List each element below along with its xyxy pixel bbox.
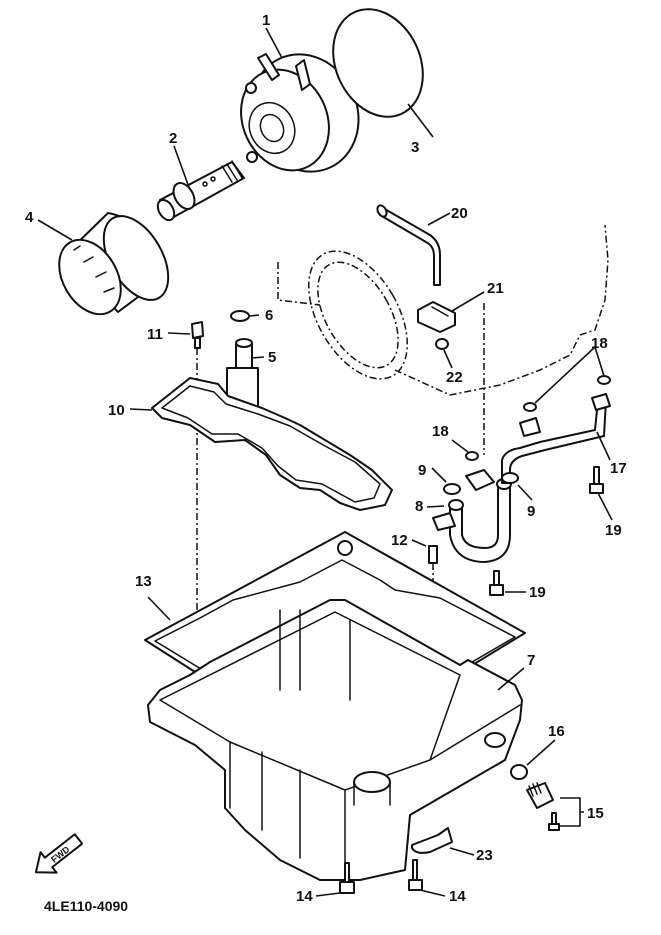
part-hose[interactable] bbox=[376, 204, 441, 286]
callout-18b: 18 bbox=[432, 423, 449, 440]
part-oil-pipe-17[interactable] bbox=[501, 393, 611, 484]
part-dowel-pin[interactable] bbox=[428, 545, 438, 590]
part-o-ring-18a[interactable] bbox=[597, 375, 611, 385]
callout-23: 23 bbox=[476, 847, 493, 864]
part-clip[interactable] bbox=[435, 338, 449, 350]
callout-14a: 14 bbox=[296, 888, 313, 905]
callout-14b: 14 bbox=[449, 888, 466, 905]
part-oil-pan[interactable] bbox=[147, 599, 523, 881]
callout-21: 21 bbox=[487, 280, 504, 297]
part-gasket-16[interactable] bbox=[510, 764, 528, 780]
part-o-ring-6[interactable] bbox=[230, 310, 250, 322]
part-bolt-14b[interactable] bbox=[408, 859, 423, 891]
callout-13: 13 bbox=[135, 573, 152, 590]
fwd-arrow-icon: FWD bbox=[34, 833, 84, 874]
callout-5: 5 bbox=[268, 349, 276, 366]
part-damper[interactable] bbox=[417, 301, 456, 333]
part-o-ring-18c[interactable] bbox=[465, 451, 479, 461]
part-union-bolt[interactable] bbox=[154, 160, 245, 223]
callout-16: 16 bbox=[548, 723, 565, 740]
callout-3: 3 bbox=[411, 139, 419, 156]
callout-19a: 19 bbox=[605, 522, 622, 539]
callout-6: 6 bbox=[265, 307, 273, 324]
part-gasket-10[interactable] bbox=[151, 377, 393, 511]
callout-1: 1 bbox=[262, 12, 270, 29]
part-oil-cooler[interactable] bbox=[225, 37, 378, 190]
callout-11: 11 bbox=[147, 326, 163, 343]
part-drain-bolt[interactable] bbox=[526, 782, 554, 809]
callout-20: 20 bbox=[451, 205, 468, 222]
drawing-code: 4LE110-4090 bbox=[44, 898, 128, 914]
part-oil-pipe-8[interactable] bbox=[432, 469, 512, 563]
part-o-ring-9a[interactable] bbox=[443, 483, 461, 495]
callout-9a: 9 bbox=[418, 462, 426, 479]
callout-12: 12 bbox=[391, 532, 408, 549]
part-o-ring-9b[interactable] bbox=[501, 472, 519, 484]
part-bolt-14a[interactable] bbox=[339, 862, 355, 894]
callout-17: 17 bbox=[610, 460, 627, 477]
callout-18a: 18 bbox=[591, 335, 608, 352]
leader-lines bbox=[37, 27, 613, 897]
callout-9b: 9 bbox=[527, 503, 535, 520]
callout-2: 2 bbox=[169, 130, 177, 147]
callout-22: 22 bbox=[446, 369, 463, 386]
part-bracket[interactable] bbox=[411, 827, 453, 854]
part-o-ring-18b[interactable] bbox=[523, 402, 537, 412]
part-o-ring-large[interactable] bbox=[316, 0, 439, 132]
part-bolt-19a[interactable] bbox=[589, 466, 604, 494]
part-oil-filter[interactable] bbox=[47, 205, 182, 325]
callout-8: 8 bbox=[415, 498, 423, 515]
callout-10: 10 bbox=[108, 402, 125, 419]
part-bolt-19b[interactable] bbox=[489, 570, 504, 596]
part-drain-bolt-small[interactable] bbox=[548, 812, 560, 831]
callout-4: 4 bbox=[25, 209, 34, 226]
callout-19b: 19 bbox=[529, 584, 546, 601]
reference-crankcase-outline bbox=[277, 224, 609, 455]
callout-15: 15 bbox=[587, 805, 604, 822]
callout-7: 7 bbox=[527, 652, 535, 669]
